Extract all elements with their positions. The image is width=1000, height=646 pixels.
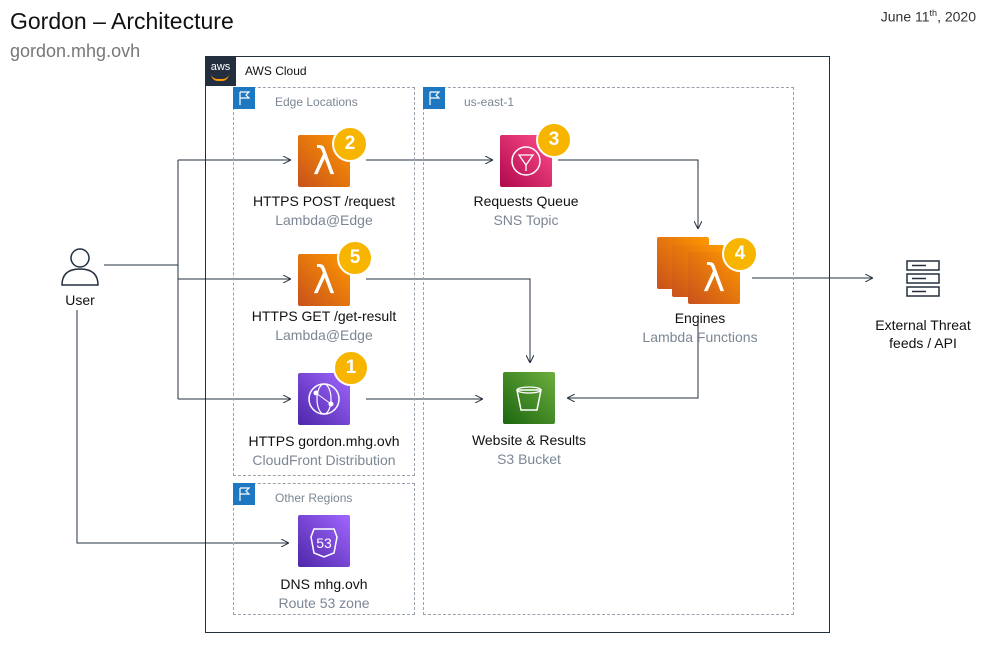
date-ordinal: th (929, 8, 938, 18)
diagram-title: Gordon – Architecture (10, 8, 234, 34)
edge-queue-engines (558, 159, 698, 228)
server-icon (904, 259, 942, 304)
step-badge-4: 4 (722, 236, 758, 272)
cf-sub: CloudFront Distribution (252, 452, 396, 468)
step-badge-2: 2 (332, 126, 368, 162)
cf-label: HTTPS gordon.mhg.ovh (248, 433, 400, 449)
group-edge-locations (233, 87, 415, 476)
route53-icon: 53 (298, 515, 350, 567)
step-badge-3: 3 (536, 122, 572, 158)
dns-label: DNS mhg.ovh (280, 576, 368, 592)
svg-text:53: 53 (316, 535, 332, 551)
group-other-label: Other Regions (275, 491, 353, 505)
external-label-line2: feeds / API (889, 335, 957, 351)
engines-label: Engines (674, 310, 726, 326)
user-label: User (65, 292, 95, 308)
get-sub: Lambda@Edge (275, 327, 373, 343)
group-region-label: us-east-1 (464, 95, 515, 109)
flag-icon (423, 87, 445, 109)
group-edge-label: Edge Locations (275, 95, 358, 109)
group-other-regions (233, 483, 415, 615)
step-badge-5: 5 (337, 240, 373, 276)
aws-cloud-boundary (205, 56, 830, 633)
date-main: June 11 (880, 8, 930, 25)
date-year: , 2020 (937, 8, 976, 25)
edge-user-dns (76, 310, 288, 543)
engines-sub: Lambda Functions (642, 329, 758, 345)
dns-sub: Route 53 zone (278, 595, 370, 611)
aws-logo: aws (205, 56, 236, 86)
flag-icon (233, 483, 255, 505)
edge-get-s3 (366, 278, 530, 362)
external-label-line1: External Threat (875, 317, 971, 333)
diagram-date: June 11th, 2020 (881, 8, 976, 25)
flag-icon (233, 87, 255, 109)
aws-cloud-label: AWS Cloud (245, 64, 307, 78)
step-badge-1: 1 (333, 350, 369, 386)
lambda-symbol: λ (312, 139, 336, 183)
user-icon (58, 245, 102, 292)
get-label: HTTPS GET /get-result (251, 308, 397, 324)
engine-lambda-front-icon: λ (688, 252, 740, 304)
lambda-symbol: λ (312, 258, 336, 302)
s3-label: Website & Results (471, 432, 587, 448)
s3-bucket-icon (503, 372, 555, 424)
edge-engines-s3 (568, 322, 699, 398)
aws-logo-text: aws (210, 61, 231, 73)
diagram-subtitle: gordon.mhg.ovh (10, 41, 141, 61)
s3-sub: S3 Bucket (497, 451, 561, 467)
group-us-east-1 (423, 87, 794, 615)
post-label: HTTPS POST /request (252, 193, 396, 209)
external-label: External Threat feeds / API (853, 316, 993, 352)
queue-sub: SNS Topic (493, 212, 559, 228)
queue-label: Requests Queue (473, 193, 579, 209)
post-sub: Lambda@Edge (275, 212, 373, 228)
lambda-symbol: λ (702, 256, 726, 300)
